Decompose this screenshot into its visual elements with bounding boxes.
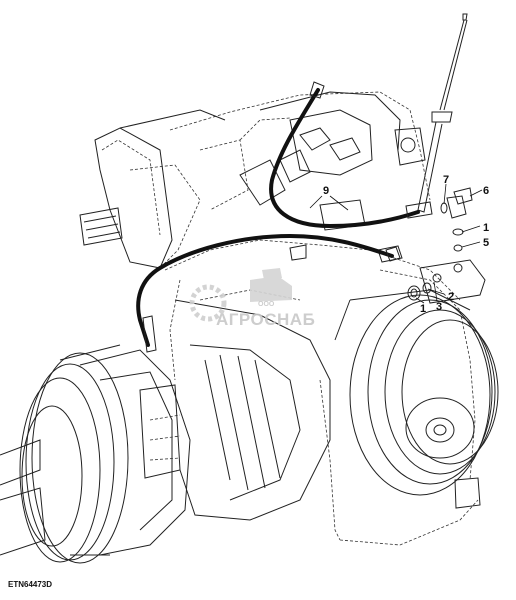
hydraulic-hoses	[136, 81, 433, 353]
valve-housing	[169, 91, 431, 231]
watermark-small: ООО	[258, 301, 275, 308]
right-pulley	[334, 289, 499, 496]
watermark-logo: ООО АГРОСНАБ	[189, 268, 315, 329]
callout-1-upper: 1	[483, 222, 489, 234]
watermark-brand: АГРОСНАБ	[216, 310, 315, 329]
callout-9: 9	[323, 185, 329, 197]
callout-5: 5	[483, 237, 489, 249]
upper-hose	[269, 88, 420, 228]
figure-id: ETN64473D	[8, 580, 53, 589]
fittings	[289, 244, 486, 304]
callout-3: 3	[436, 301, 442, 313]
dipstick-tube	[417, 13, 468, 213]
input-flange	[79, 109, 226, 269]
lower-hose	[136, 234, 394, 347]
front-pulley	[0, 344, 191, 564]
drive-housing	[139, 299, 331, 521]
leader-lines	[309, 183, 483, 304]
callout-1-lower: 1	[420, 303, 426, 315]
callout-6: 6	[483, 185, 489, 197]
callout-7: 7	[443, 174, 449, 186]
elbow-fitting	[440, 187, 473, 252]
callout-2: 2	[448, 291, 454, 303]
